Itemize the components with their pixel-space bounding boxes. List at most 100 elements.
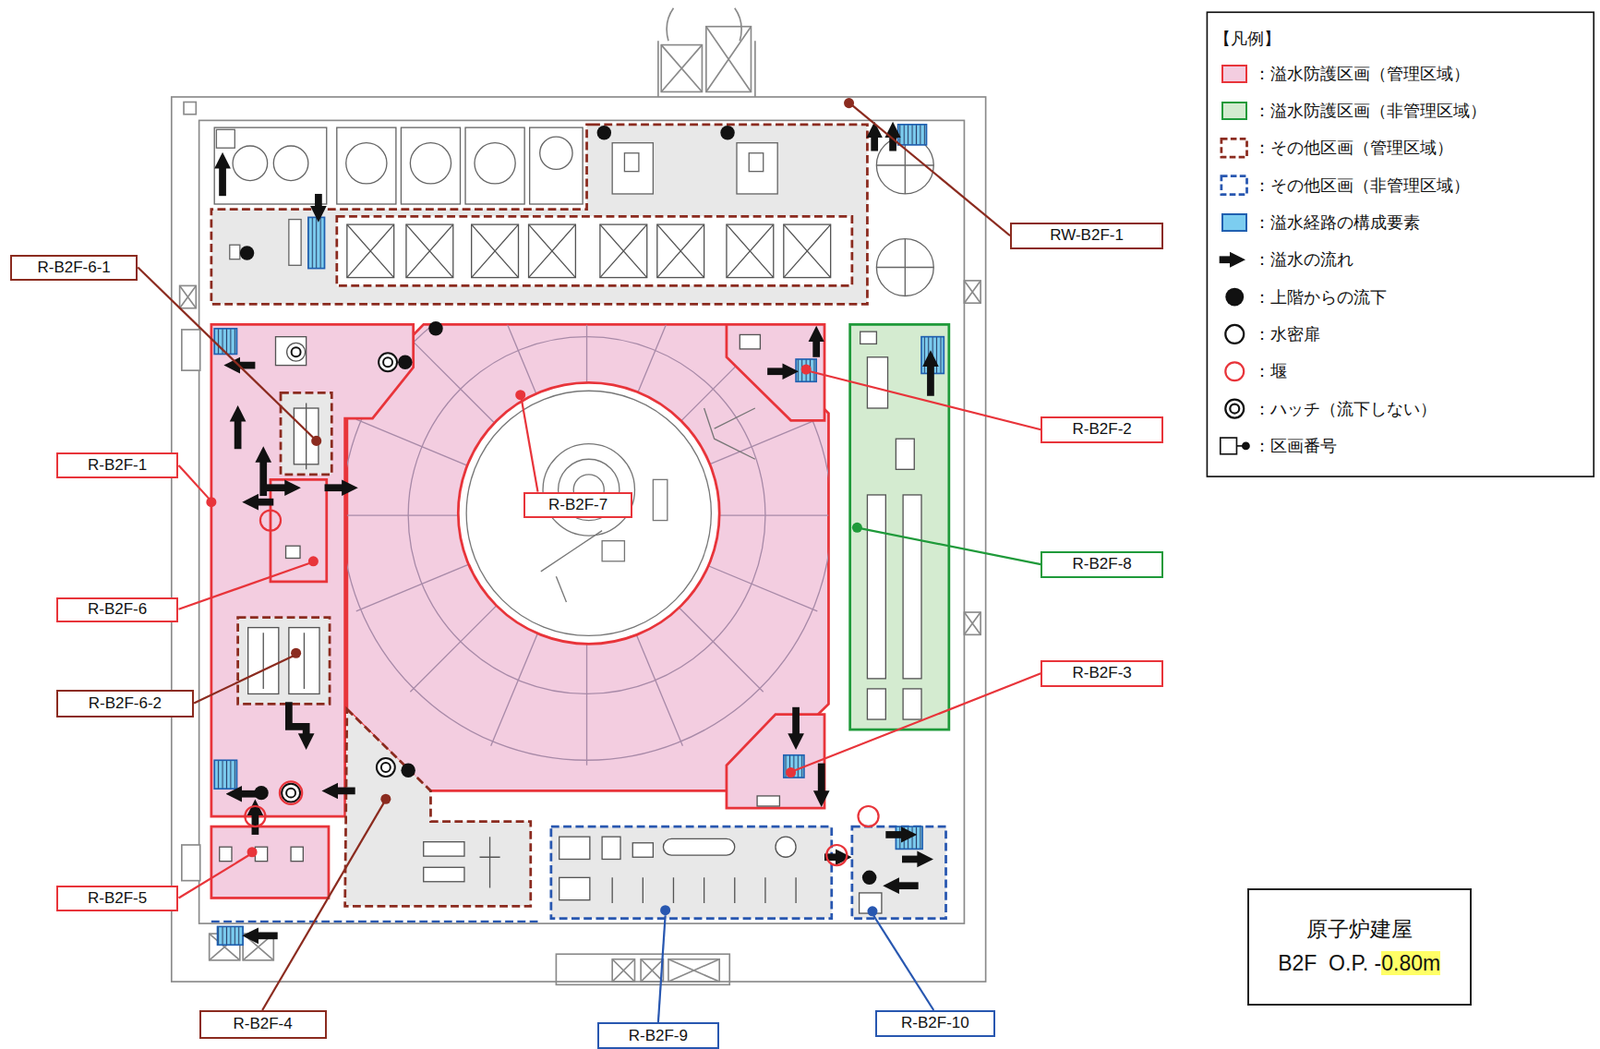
zone-other-controlled <box>345 709 531 906</box>
zone-other-controlled <box>280 392 332 474</box>
legend-heading: 【凡例】 <box>1214 27 1281 50</box>
legend-sample <box>1241 441 1251 450</box>
equipment <box>288 219 301 266</box>
shaft-box <box>661 45 702 93</box>
zone-number: R-B2F-4 <box>232 1014 292 1033</box>
zone-number: R-B2F-5 <box>87 889 147 907</box>
inner-wall <box>199 120 965 924</box>
room <box>214 127 327 205</box>
zone-edge <box>211 920 542 923</box>
zone-number: RW-B2F-1 <box>1049 226 1124 244</box>
pump-room <box>736 143 778 194</box>
text-row: R-B2F-10 <box>901 1013 970 1033</box>
zone-number: B2F O.P. - <box>1277 950 1382 975</box>
legend-box <box>1206 12 1594 477</box>
room <box>529 127 583 205</box>
zone-number: R-B2F-6-2 <box>88 694 162 712</box>
legend-text: ：区画番号 <box>1253 434 1337 458</box>
shaft-box <box>668 959 720 982</box>
pump <box>748 153 763 172</box>
zone-other-noncontrolled <box>852 826 947 918</box>
shaft-box <box>963 280 981 303</box>
legend-sample <box>1225 399 1244 419</box>
text-row: R-B2F-7 <box>548 495 608 515</box>
shaft-cross <box>640 959 663 982</box>
text-row: R-B2F-6-1 <box>36 258 110 277</box>
shaft-cross <box>963 280 981 303</box>
legend-swatch <box>1221 64 1248 84</box>
zone-other-noncontrolled <box>551 826 832 918</box>
shaft-box <box>180 285 197 308</box>
tank <box>273 145 309 181</box>
shaft-cross <box>963 612 981 635</box>
zone-label-box: R-B2F-1 <box>56 452 180 480</box>
text-row: R-B2F-1 <box>87 456 147 475</box>
legend-text: ：溢水防護区画（非管理区域） <box>1253 99 1487 122</box>
legend-sample <box>1225 361 1244 381</box>
zone-label-box: R-B2F-6-1 <box>10 254 138 281</box>
text-row: R-B2F-9 <box>628 1026 688 1046</box>
text-row: R-B2F-6-2 <box>88 694 162 713</box>
zone-other-controlled <box>211 124 868 304</box>
zone-label-box: R-B2F-4 <box>199 1010 327 1039</box>
legend-sample <box>1225 324 1244 344</box>
shaft-box <box>612 959 635 982</box>
pump <box>624 153 638 172</box>
zone-number: R-B2F-1 <box>87 456 147 474</box>
pump-room <box>612 143 653 194</box>
zone-label-box: RW-B2F-1 <box>1010 222 1164 250</box>
tank <box>232 145 268 181</box>
zone-label-box: R-B2F-9 <box>597 1022 721 1049</box>
zone-number: R-B2F-6-1 <box>36 258 110 277</box>
shaft-box <box>216 129 235 148</box>
floor-title-box: 原子炉建屋 B2F O.P. -0.80m <box>1247 888 1472 1006</box>
legend-swatch <box>1221 213 1248 232</box>
tank <box>540 136 573 169</box>
room <box>400 127 460 205</box>
legend-frame <box>1206 12 1594 477</box>
zone-label-box: R-B2F-6-2 <box>56 689 194 718</box>
legend-text: ：溢水の流れ <box>1253 248 1354 271</box>
shaft-box <box>640 959 663 982</box>
zone-label-box: R-B2F-7 <box>523 492 633 519</box>
legend-sample <box>1220 437 1238 455</box>
pedestal-detail <box>466 390 756 636</box>
text-row: 原子炉建屋 <box>1306 916 1413 943</box>
text-row: R-B2F-6 <box>87 600 147 619</box>
tank <box>474 143 516 184</box>
shaft-cross <box>612 959 635 982</box>
zone-hole <box>336 216 853 286</box>
text-row: R-B2F-3 <box>1072 663 1132 683</box>
zone-number: R-B2F-3 <box>1072 663 1132 682</box>
text-row: R-B2F-5 <box>87 889 147 908</box>
rw-zone <box>211 124 934 304</box>
zones <box>211 324 950 921</box>
text-row: R-B2F-8 <box>1072 554 1132 574</box>
equipment <box>229 244 241 259</box>
zone-label-box: R-B2F-8 <box>1040 551 1164 578</box>
legend-text: ：溢水経路の構成要素 <box>1253 211 1420 234</box>
zone-number: R-B2F-7 <box>548 495 608 514</box>
legend-swatch <box>1221 101 1248 121</box>
legend-text: ：その他区画（非管理区域） <box>1253 174 1470 197</box>
legend-sample <box>1225 288 1244 307</box>
zone-label-box: R-B2F-3 <box>1040 660 1164 687</box>
zone-label-box: R-B2F-10 <box>875 1010 995 1037</box>
zone-protected-controlled <box>726 324 825 421</box>
legend-text: ：水密扉 <box>1253 323 1321 346</box>
text-row: R-B2F-2 <box>1072 420 1132 439</box>
legend-text: ：堰 <box>1253 360 1288 383</box>
shaft-cross <box>180 285 197 308</box>
wall-notch <box>183 102 196 115</box>
zone-number: 0.80m <box>1381 950 1441 975</box>
zone-number: R-B2F-8 <box>1072 554 1132 573</box>
zone-number: R-B2F-6 <box>87 600 147 618</box>
legend-text: ：上階からの流下 <box>1253 286 1387 309</box>
flood-route-elements <box>214 124 944 945</box>
legend-text: ：その他区画（管理区域） <box>1253 136 1454 159</box>
wall-notch <box>181 844 201 881</box>
wall-notch <box>181 329 201 371</box>
legend-text: ：ハッチ（流下しない） <box>1253 397 1437 421</box>
tank <box>346 143 387 184</box>
